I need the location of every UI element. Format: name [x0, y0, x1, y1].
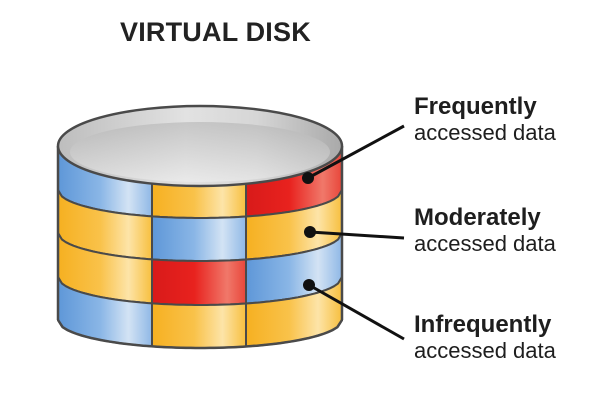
disk-top [56, 104, 344, 188]
leader-line-infrequent [308, 283, 405, 341]
diagram-title: VIRTUAL DISK [120, 17, 311, 47]
legend-infrequent-title: Infrequently [414, 311, 552, 338]
legend-moderate-subtitle: accessed data [414, 231, 556, 256]
legend-moderate-title: Moderately [414, 204, 541, 231]
disk-cell-moderate [151, 302, 247, 349]
legend-frequent-title: Frequently [414, 93, 537, 120]
leader-lines [302, 124, 405, 341]
legend-frequent-subtitle: accessed data [414, 120, 556, 145]
leader-dot-moderate [304, 226, 316, 238]
leader-line-moderate [309, 230, 405, 240]
legend-frequent: Frequently accessed data [414, 93, 556, 146]
disk-top-inner [70, 122, 330, 182]
disk-bottom-edge [56, 319, 344, 350]
disk-cell-frequent [151, 258, 247, 306]
leader-dot-frequent [302, 172, 314, 184]
disk-cell-infrequent [151, 215, 247, 262]
legend-infrequent: Infrequently accessed data [414, 311, 556, 364]
legend-infrequent-subtitle: accessed data [414, 338, 556, 363]
leader-dot-infrequent [303, 279, 315, 291]
leader-line-frequent [307, 124, 405, 180]
legend-moderate: Moderately accessed data [414, 204, 556, 257]
